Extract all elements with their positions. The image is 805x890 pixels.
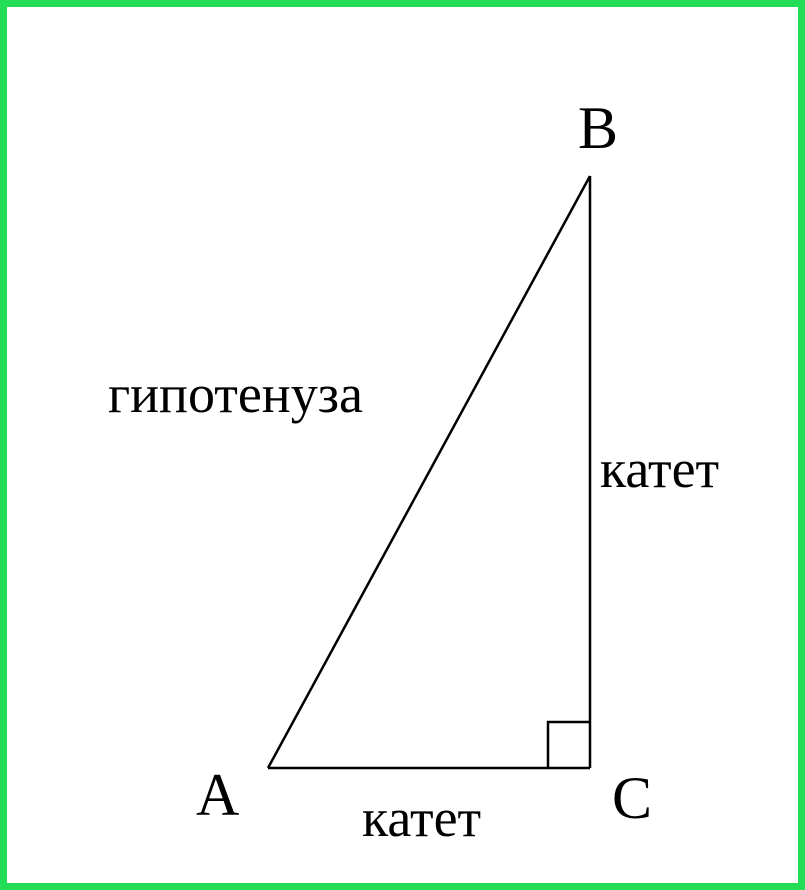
right-angle-marker <box>546 720 590 768</box>
hypotenuse-label: гипотенуза <box>108 364 363 424</box>
vertex-label-c: C <box>612 765 652 831</box>
horizontal-leg-label: катет <box>362 788 481 848</box>
hypotenuse-line <box>266 175 592 769</box>
vertex-label-a: A <box>196 762 239 828</box>
vertical-leg-label: катет <box>600 439 719 499</box>
vertex-label-b: B <box>578 95 618 161</box>
